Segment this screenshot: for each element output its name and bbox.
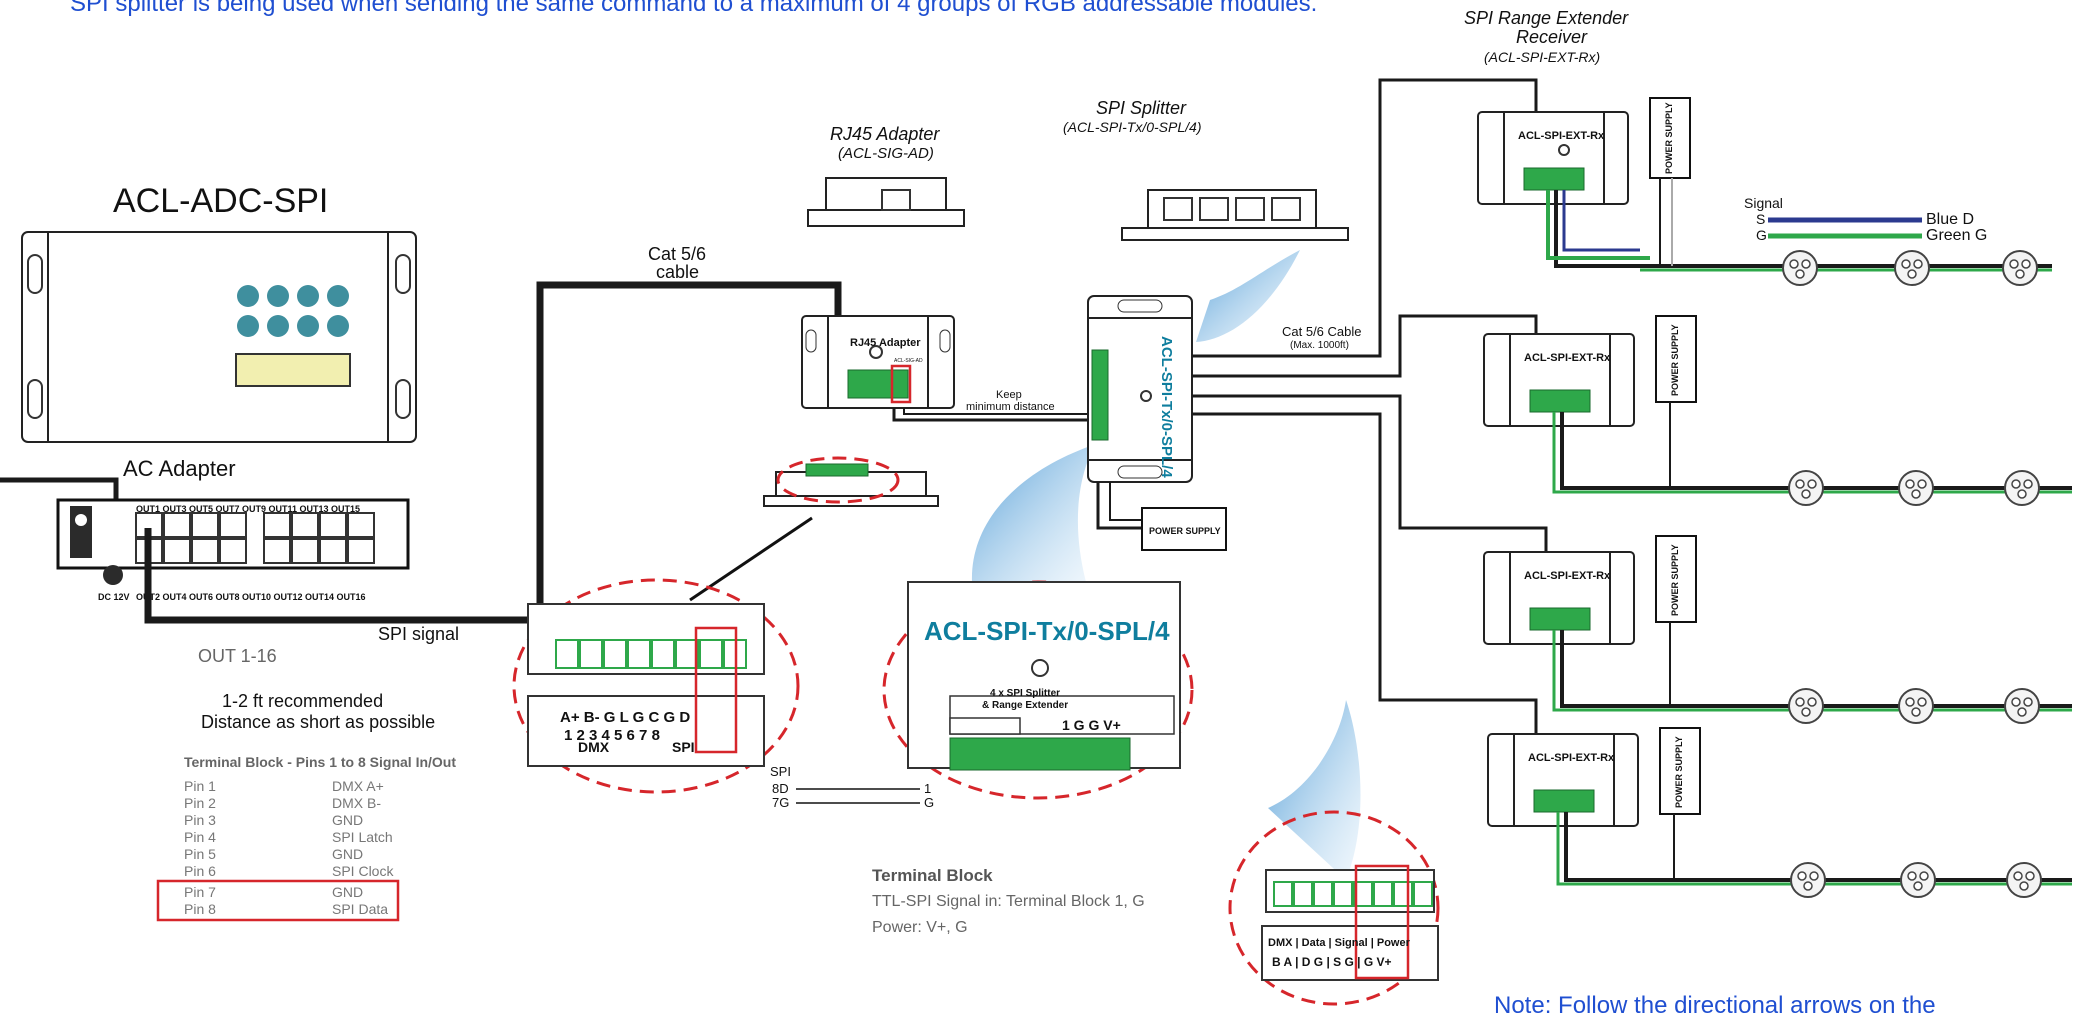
pin-table-title: Terminal Block - Pins 1 to 8 Signal In/O…	[184, 754, 456, 770]
receiver-1	[1477, 97, 1691, 205]
receiver-3	[1483, 535, 1697, 645]
svg-text:Pin 7: Pin 7	[184, 884, 216, 900]
cat-cable	[144, 281, 842, 624]
cable-label-1: Cat 5/6	[648, 244, 706, 264]
svg-text:Pin 4: Pin 4	[184, 829, 216, 845]
receiver-model: (ACL-SPI-EXT-Rx)	[1484, 49, 1600, 65]
signal-legend-s: S	[1756, 211, 1765, 227]
ac-adapter-label: AC Adapter	[123, 456, 236, 481]
rj45-model: (ACL-SIG-AD)	[838, 145, 934, 162]
long-cable-label-2: (Max. 1000ft)	[1290, 340, 1349, 351]
zoom-controller-dmx: DMX	[578, 739, 610, 755]
receiver-title-2: Receiver	[1516, 27, 1588, 47]
svg-text:SPI Clock: SPI Clock	[332, 863, 394, 879]
splitter-power-label: POWER SUPPLY	[1149, 526, 1221, 536]
receiver-2	[1483, 315, 1697, 427]
spi-wiring-b1: 1	[924, 781, 931, 796]
svg-text:SPI Latch: SPI Latch	[332, 829, 393, 845]
zoom-splitter-title: ACL-SPI-Tx/0-SPL/4	[924, 616, 1170, 646]
receiver-3-label: ACL-SPI-EXT-Rx	[1524, 570, 1611, 582]
svg-text:GND: GND	[332, 846, 363, 862]
receiver-2-label: ACL-SPI-EXT-Rx	[1524, 352, 1611, 364]
zoom-controller-terminal	[512, 578, 800, 794]
intro-text: SPI splitter is being used when sending …	[70, 0, 1317, 17]
footer-note: Note: Follow the directional arrows on t…	[1494, 992, 1936, 1013]
svg-text:Pin 8: Pin 8	[184, 901, 216, 917]
dc-label: DC 12V	[98, 592, 130, 602]
spi-wiring-a2: 7G	[772, 795, 789, 810]
receiver-1-power: POWER SUPPLY	[1664, 102, 1674, 174]
rj45-adapter-floating	[807, 177, 965, 227]
svg-text:Pin 6: Pin 6	[184, 863, 216, 879]
svg-text:SPI Data: SPI Data	[332, 901, 388, 917]
terminal-block-line2: Power: V+, G	[872, 919, 968, 936]
receiver-4-label: ACL-SPI-EXT-Rx	[1528, 752, 1615, 764]
splitter-model: (ACL-SPI-Tx/0-SPL/4)	[1063, 119, 1201, 135]
zoom-splitter-terminal	[882, 580, 1194, 800]
zoom-controller-row2: 1 2 3 4 5 6 7 8	[564, 727, 660, 744]
splitter-device-label: ACL-SPI-Tx/0-SPL/4	[1158, 336, 1175, 478]
mini-controller-slice	[763, 456, 939, 507]
splitter-device	[1087, 295, 1193, 483]
top-port-labels: OUT1 OUT3 OUT5 OUT7 OUT9 OUT11 OUT13 OUT…	[136, 504, 360, 514]
zoom-receiver-pins: B A | D G | S G | G V+	[1272, 955, 1392, 969]
zoom-controller-spi: SPI	[672, 739, 695, 755]
rj45-adapter-device	[801, 315, 955, 409]
keep-label-1: Keep	[996, 389, 1022, 401]
svg-text:GND: GND	[332, 812, 363, 828]
zoom-splitter-sub2: & Range Extender	[982, 700, 1068, 711]
spi-wiring-title: SPI	[770, 764, 791, 779]
terminal-block-title: Terminal Block	[872, 866, 993, 885]
receiver-1-label: ACL-SPI-EXT-Rx	[1518, 130, 1605, 142]
svg-text:Pin 1: Pin 1	[184, 778, 216, 794]
controller-title: ACL-ADC-SPI	[113, 182, 328, 220]
recommend-line-1: 1-2 ft recommended	[222, 691, 383, 711]
receiver-2-power: POWER SUPPLY	[1670, 324, 1680, 396]
splitter-title: SPI Splitter	[1096, 98, 1187, 118]
spi-wiring-b2: G	[924, 795, 934, 810]
terminal-block-line1: TTL-SPI Signal in: Terminal Block 1, G	[872, 893, 1145, 910]
pin-table: Pin 1 DMX A+ Pin 2 DMX B- Pin 3 GND Pin 4 SP…	[184, 778, 394, 917]
receiver-title-1: SPI Range Extender	[1464, 8, 1629, 28]
signal-legend-title: Signal	[1744, 195, 1783, 211]
signal-legend-blue: Blue D	[1926, 211, 1974, 228]
spi-wiring-a1: 8D	[772, 781, 789, 796]
zoom-receiver-terminal	[1228, 810, 1440, 1006]
rj45-device-label: RJ45 Adapter	[850, 337, 921, 349]
controller-device	[21, 231, 417, 443]
out-range-label: OUT 1-16	[198, 646, 277, 666]
zoom-splitter-pins: 1 G G V+	[1062, 717, 1121, 733]
svg-text:DMX A+: DMX A+	[332, 778, 384, 794]
receiver-4	[1487, 727, 1701, 827]
svg-text:DMX B-: DMX B-	[332, 795, 381, 811]
svg-text:Pin 2: Pin 2	[184, 795, 216, 811]
long-cable-label-1: Cat 5/6 Cable	[1282, 324, 1362, 339]
zoom-receiver-headers: DMX | Data | Signal | Power	[1268, 937, 1411, 949]
receiver-4-power: POWER SUPPLY	[1674, 736, 1684, 808]
keep-label-2: minimum distance	[966, 401, 1055, 413]
zoom-controller-row1: A+ B- G L G C G D	[560, 709, 690, 726]
svg-text:Pin 3: Pin 3	[184, 812, 216, 828]
splitter-power-supply	[1141, 507, 1227, 551]
recommend-line-2: Distance as short as possible	[201, 712, 435, 732]
cable-label-2: cable	[656, 262, 699, 282]
signal-legend-g: G	[1756, 227, 1767, 243]
zoom-splitter-sub1: 4 x SPI Splitter	[990, 688, 1060, 699]
receiver-3-power: POWER SUPPLY	[1670, 544, 1680, 616]
pin-highlight-box	[156, 879, 400, 922]
svg-text:Pin 5: Pin 5	[184, 846, 216, 862]
rj45-title: RJ45 Adapter	[830, 124, 940, 144]
splitter-floating	[1121, 189, 1349, 241]
rj45-device-model: ACL-SIG-AD	[894, 358, 923, 364]
spi-signal-label: SPI signal	[378, 624, 459, 644]
bottom-port-labels: OUT2 OUT4 OUT6 OUT8 OUT10 OUT12 OUT14 OU…	[136, 592, 366, 602]
output-port-block	[56, 498, 410, 585]
svg-text:GND: GND	[332, 884, 363, 900]
signal-legend-green: Green G	[1926, 227, 1987, 244]
